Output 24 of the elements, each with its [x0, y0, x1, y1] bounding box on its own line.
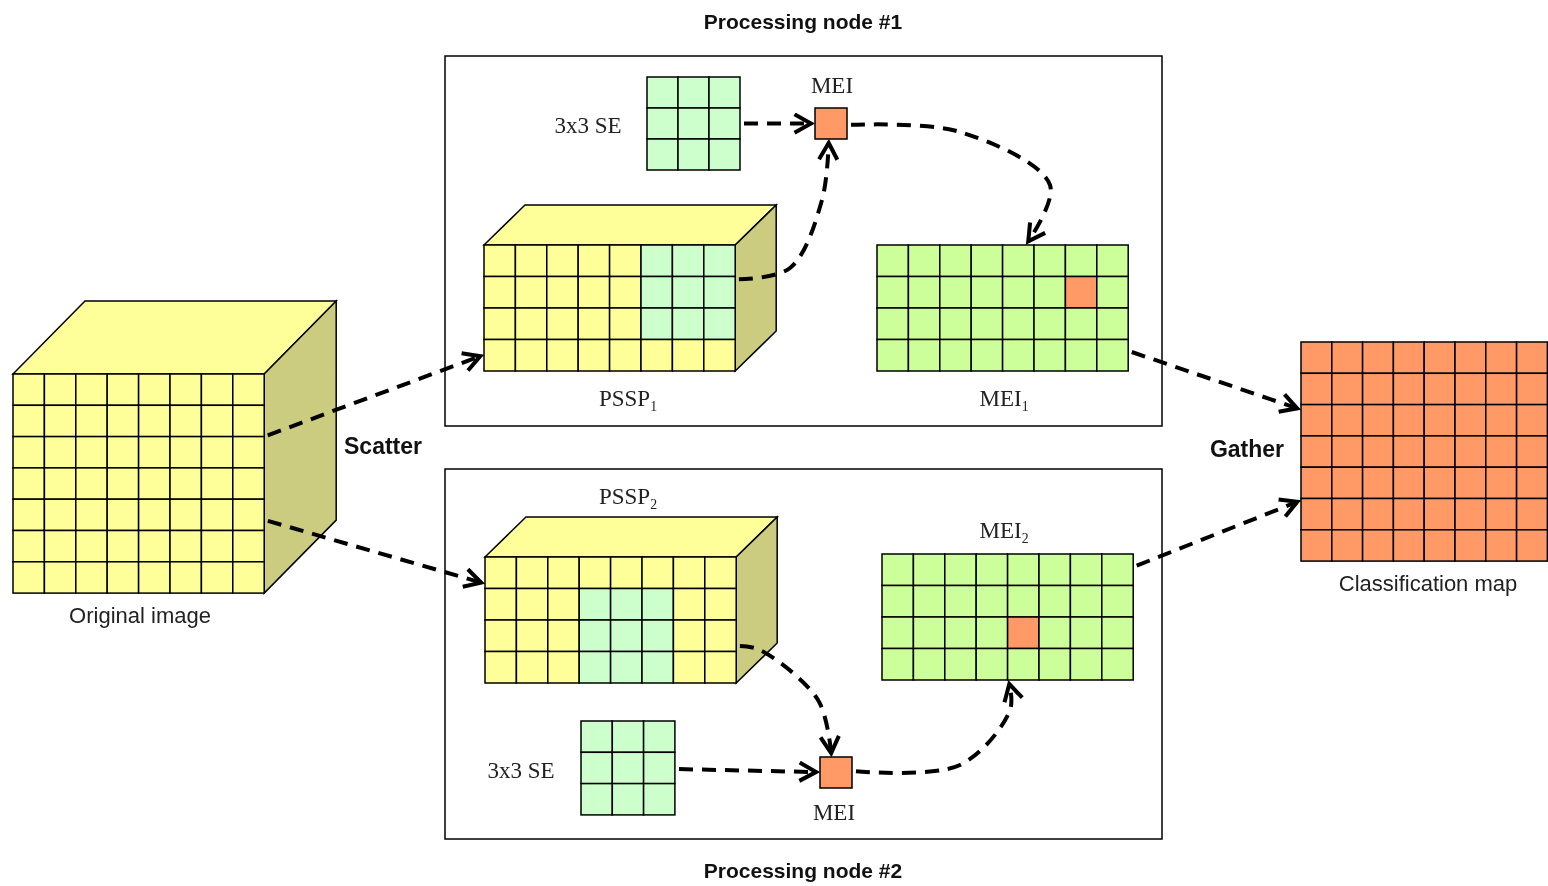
phase-label: Scatter: [344, 434, 422, 460]
dashed-arrow: [267, 351, 483, 438]
dashed-arrow: [1136, 497, 1300, 568]
dashed-arrow: [850, 122, 1053, 244]
dashed-arrow: [738, 140, 840, 282]
node-heading: Processing node #2: [703, 859, 903, 883]
node-label: Original image: [69, 603, 211, 629]
phase-label: Gather: [1209, 437, 1285, 463]
dashed-arrow: [739, 643, 841, 756]
node-label: MEI$_{2}$: [979, 517, 1029, 547]
node-label: MEI: [812, 800, 856, 826]
node-label: MEI$_{1}$: [979, 385, 1029, 415]
node-label: Classification map: [1338, 571, 1518, 597]
node-heading: Processing node #1: [703, 10, 903, 34]
node-label: PSSP$_{2}$: [598, 483, 658, 513]
dashed-arrow: [855, 682, 1025, 775]
dashed-arrow: [744, 112, 813, 135]
node-label: 3x3 SE: [554, 113, 622, 139]
dashed-arrow: [678, 760, 818, 783]
dashed-arrow: [1131, 350, 1300, 414]
dashed-arrow: [267, 519, 484, 589]
node-label: 3x3 SE: [487, 758, 555, 784]
node-label: MEI: [810, 73, 854, 99]
node-label: PSSP$_{1}$: [598, 385, 658, 415]
